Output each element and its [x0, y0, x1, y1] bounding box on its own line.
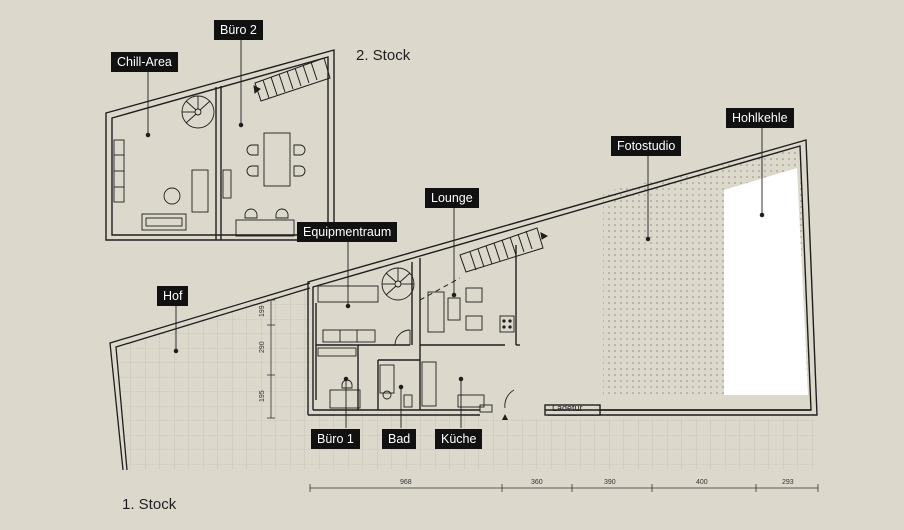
dimension-line-vertical — [267, 299, 275, 419]
hohlkehle-area — [724, 168, 808, 395]
dim-h-2: 360 — [531, 479, 543, 486]
dim-h-3: 390 — [604, 479, 616, 486]
hof-grid — [118, 285, 817, 470]
room-tag-hohlkehle: Hohlkehle — [726, 108, 794, 128]
room-tag-lounge: Lounge — [425, 188, 479, 208]
dim-h-5: 293 — [782, 479, 794, 486]
room-tag-hof: Hof — [157, 286, 189, 306]
dim-v-1: 199 — [259, 305, 266, 317]
entrance-arrow — [502, 414, 508, 420]
floor-title-lower: 1. Stock — [122, 496, 177, 513]
spiral-stair-lower — [381, 267, 415, 301]
stair-lower — [459, 227, 549, 273]
door-label-ladetuer: Ladetür — [552, 403, 583, 413]
room-tag-equipmentraum: Equipmentraum — [297, 222, 398, 242]
spiral-stair-upper — [181, 95, 215, 129]
dimension-line-horizontal — [309, 484, 819, 492]
room-tag-buero-2: Büro 2 — [214, 20, 263, 40]
dim-v-3: 195 — [259, 390, 266, 402]
dim-v-2: 290 — [259, 341, 266, 353]
courtyard-wall — [109, 282, 311, 471]
floor-title-upper: 2. Stock — [356, 47, 411, 64]
label-leaders — [145, 40, 765, 428]
dim-h-4: 400 — [696, 479, 708, 486]
stair-upper — [253, 57, 331, 102]
dim-h-1: 968 — [400, 479, 412, 486]
building-walls — [307, 139, 818, 416]
room-tag-fotostudio: Fotostudio — [611, 136, 682, 156]
room-tag-chill-area: Chill-Area — [111, 52, 178, 72]
room-tag-buero-1: Büro 1 — [311, 429, 360, 449]
room-tag-bad: Bad — [382, 429, 417, 449]
furniture-upper — [113, 132, 306, 237]
dashed-partition — [419, 277, 461, 301]
room-tag-kueche: Küche — [435, 429, 483, 449]
